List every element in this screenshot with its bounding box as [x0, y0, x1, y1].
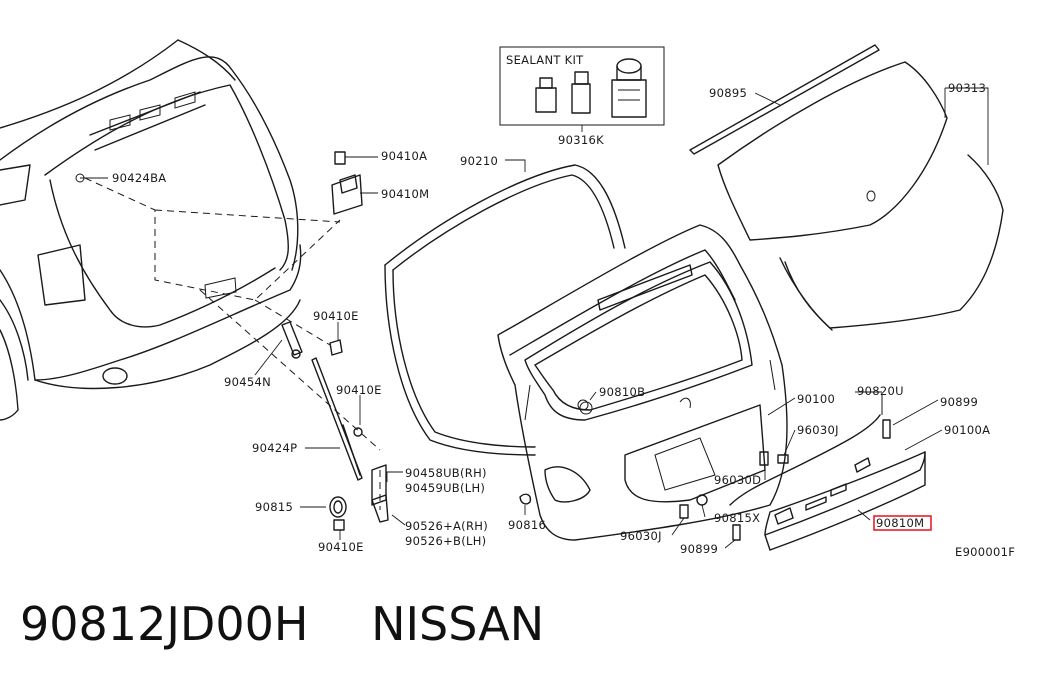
part-label-90526A: 90526+A(RH) — [405, 519, 488, 533]
part-label-90459UB: 90459UB(LH) — [405, 481, 485, 495]
part-label-90820U: 90820U — [857, 384, 904, 398]
brand-name: NISSAN — [371, 597, 545, 651]
part-label-90424P: 90424P — [252, 441, 297, 455]
caption: 90812JD00H NISSAN — [20, 597, 544, 651]
part-label-90454N: 90454N — [224, 375, 271, 389]
finisher-drawing — [732, 419, 926, 551]
part-label-90810B: 90810B — [599, 385, 645, 399]
part-label-90410E-mid: 90410E — [336, 383, 382, 397]
part-label-90410M: 90410M — [381, 187, 429, 201]
part-label-90410E-top: 90410E — [313, 309, 359, 323]
rear-glass-drawing — [689, 44, 1004, 331]
part-label-90815: 90815 — [255, 500, 293, 514]
part-label-90899-top: 90899 — [940, 395, 978, 409]
part-number: 90812JD00H — [20, 597, 309, 651]
part-label-96030J-bottom: 96030J — [620, 529, 662, 543]
part-labels: SEALANT KIT 90424BA 90410A 90410M 90316K… — [112, 53, 1015, 559]
part-label-90316K: 90316K — [558, 133, 604, 147]
part-label-96030D: 96030D — [714, 473, 761, 487]
fastener-drawings — [281, 151, 789, 531]
part-label-90210: 90210 — [460, 154, 498, 168]
part-label-90816: 90816 — [508, 518, 546, 532]
vehicle-body-drawing — [0, 39, 302, 421]
part-label-90810M: 90810M — [876, 516, 924, 530]
part-label-90424BA: 90424BA — [112, 171, 166, 185]
part-label-90815X: 90815X — [714, 511, 760, 525]
part-label-90100: 90100 — [797, 392, 835, 406]
part-label-90313: 90313 — [948, 81, 986, 95]
part-label-90895: 90895 — [709, 86, 747, 100]
harness-drawing — [729, 414, 881, 506]
part-label-90899-bottom: 90899 — [680, 542, 718, 556]
part-label-90100A: 90100A — [944, 423, 990, 437]
part-label-90410A: 90410A — [381, 149, 427, 163]
diagram-code: E900001F — [955, 545, 1015, 559]
dashed-install-lines — [84, 177, 381, 510]
leader-lines — [80, 87, 989, 549]
back-door-drawing — [497, 224, 788, 541]
part-label-90458UB: 90458UB(RH) — [405, 466, 487, 480]
part-label-96030J-top: 96030J — [797, 423, 839, 437]
sealant-kit-title: SEALANT KIT — [506, 53, 584, 67]
part-label-90410E-bottom: 90410E — [318, 540, 364, 554]
highlight-box — [873, 515, 932, 531]
part-label-90526B: 90526+B(LH) — [405, 534, 486, 548]
weatherstrip-drawing — [384, 164, 626, 456]
